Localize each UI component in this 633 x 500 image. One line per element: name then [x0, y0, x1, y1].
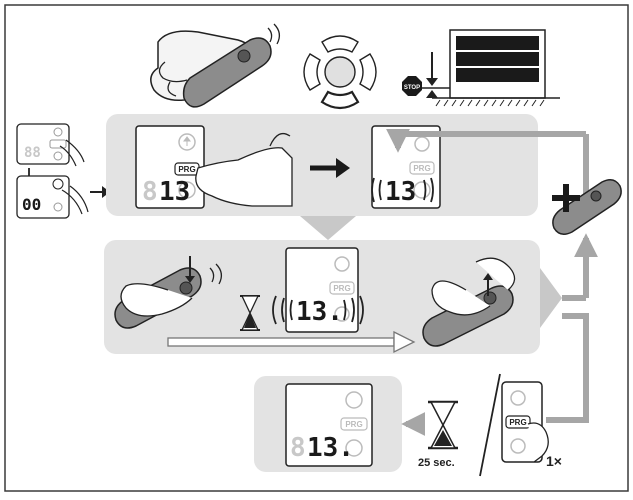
prg-button-label: PRG: [413, 164, 430, 173]
display-digits-2: 13: [385, 177, 416, 207]
prg-button-label: PRG: [333, 284, 350, 293]
top-remote-hand: [150, 23, 281, 108]
display-digits-result: 13.: [307, 433, 354, 463]
stop-and-door: STOP: [402, 29, 560, 107]
left-inset: 88 00: [16, 123, 110, 219]
result-panel: PRG 8 13.: [254, 376, 402, 472]
display-digits-3: 13.: [296, 297, 343, 327]
large-hourglass: [428, 400, 458, 450]
press-count-label: 1×: [546, 453, 562, 469]
duration-label: 25 sec.: [418, 457, 455, 469]
svg-text:8: 8: [142, 177, 158, 207]
hourglass-icon: [240, 295, 260, 331]
step-panel-2: PRG 13.: [104, 240, 562, 354]
start-display-digits: 00: [22, 195, 41, 214]
svg-text:8: 8: [290, 433, 306, 463]
stop-label: STOP: [404, 85, 420, 91]
prg-press-display: PRG: [501, 381, 549, 463]
prg-button-label: PRG: [178, 165, 195, 174]
prg-button-label: PRG: [345, 420, 362, 429]
display-digits-1: 13: [159, 177, 190, 207]
stop-sign-icon: [402, 76, 422, 96]
prg-button-label: PRG: [509, 418, 526, 427]
directional-pad-icon: [303, 35, 377, 110]
small-display-ghost-digits: 88: [24, 145, 41, 161]
plus-remote: [552, 179, 622, 235]
